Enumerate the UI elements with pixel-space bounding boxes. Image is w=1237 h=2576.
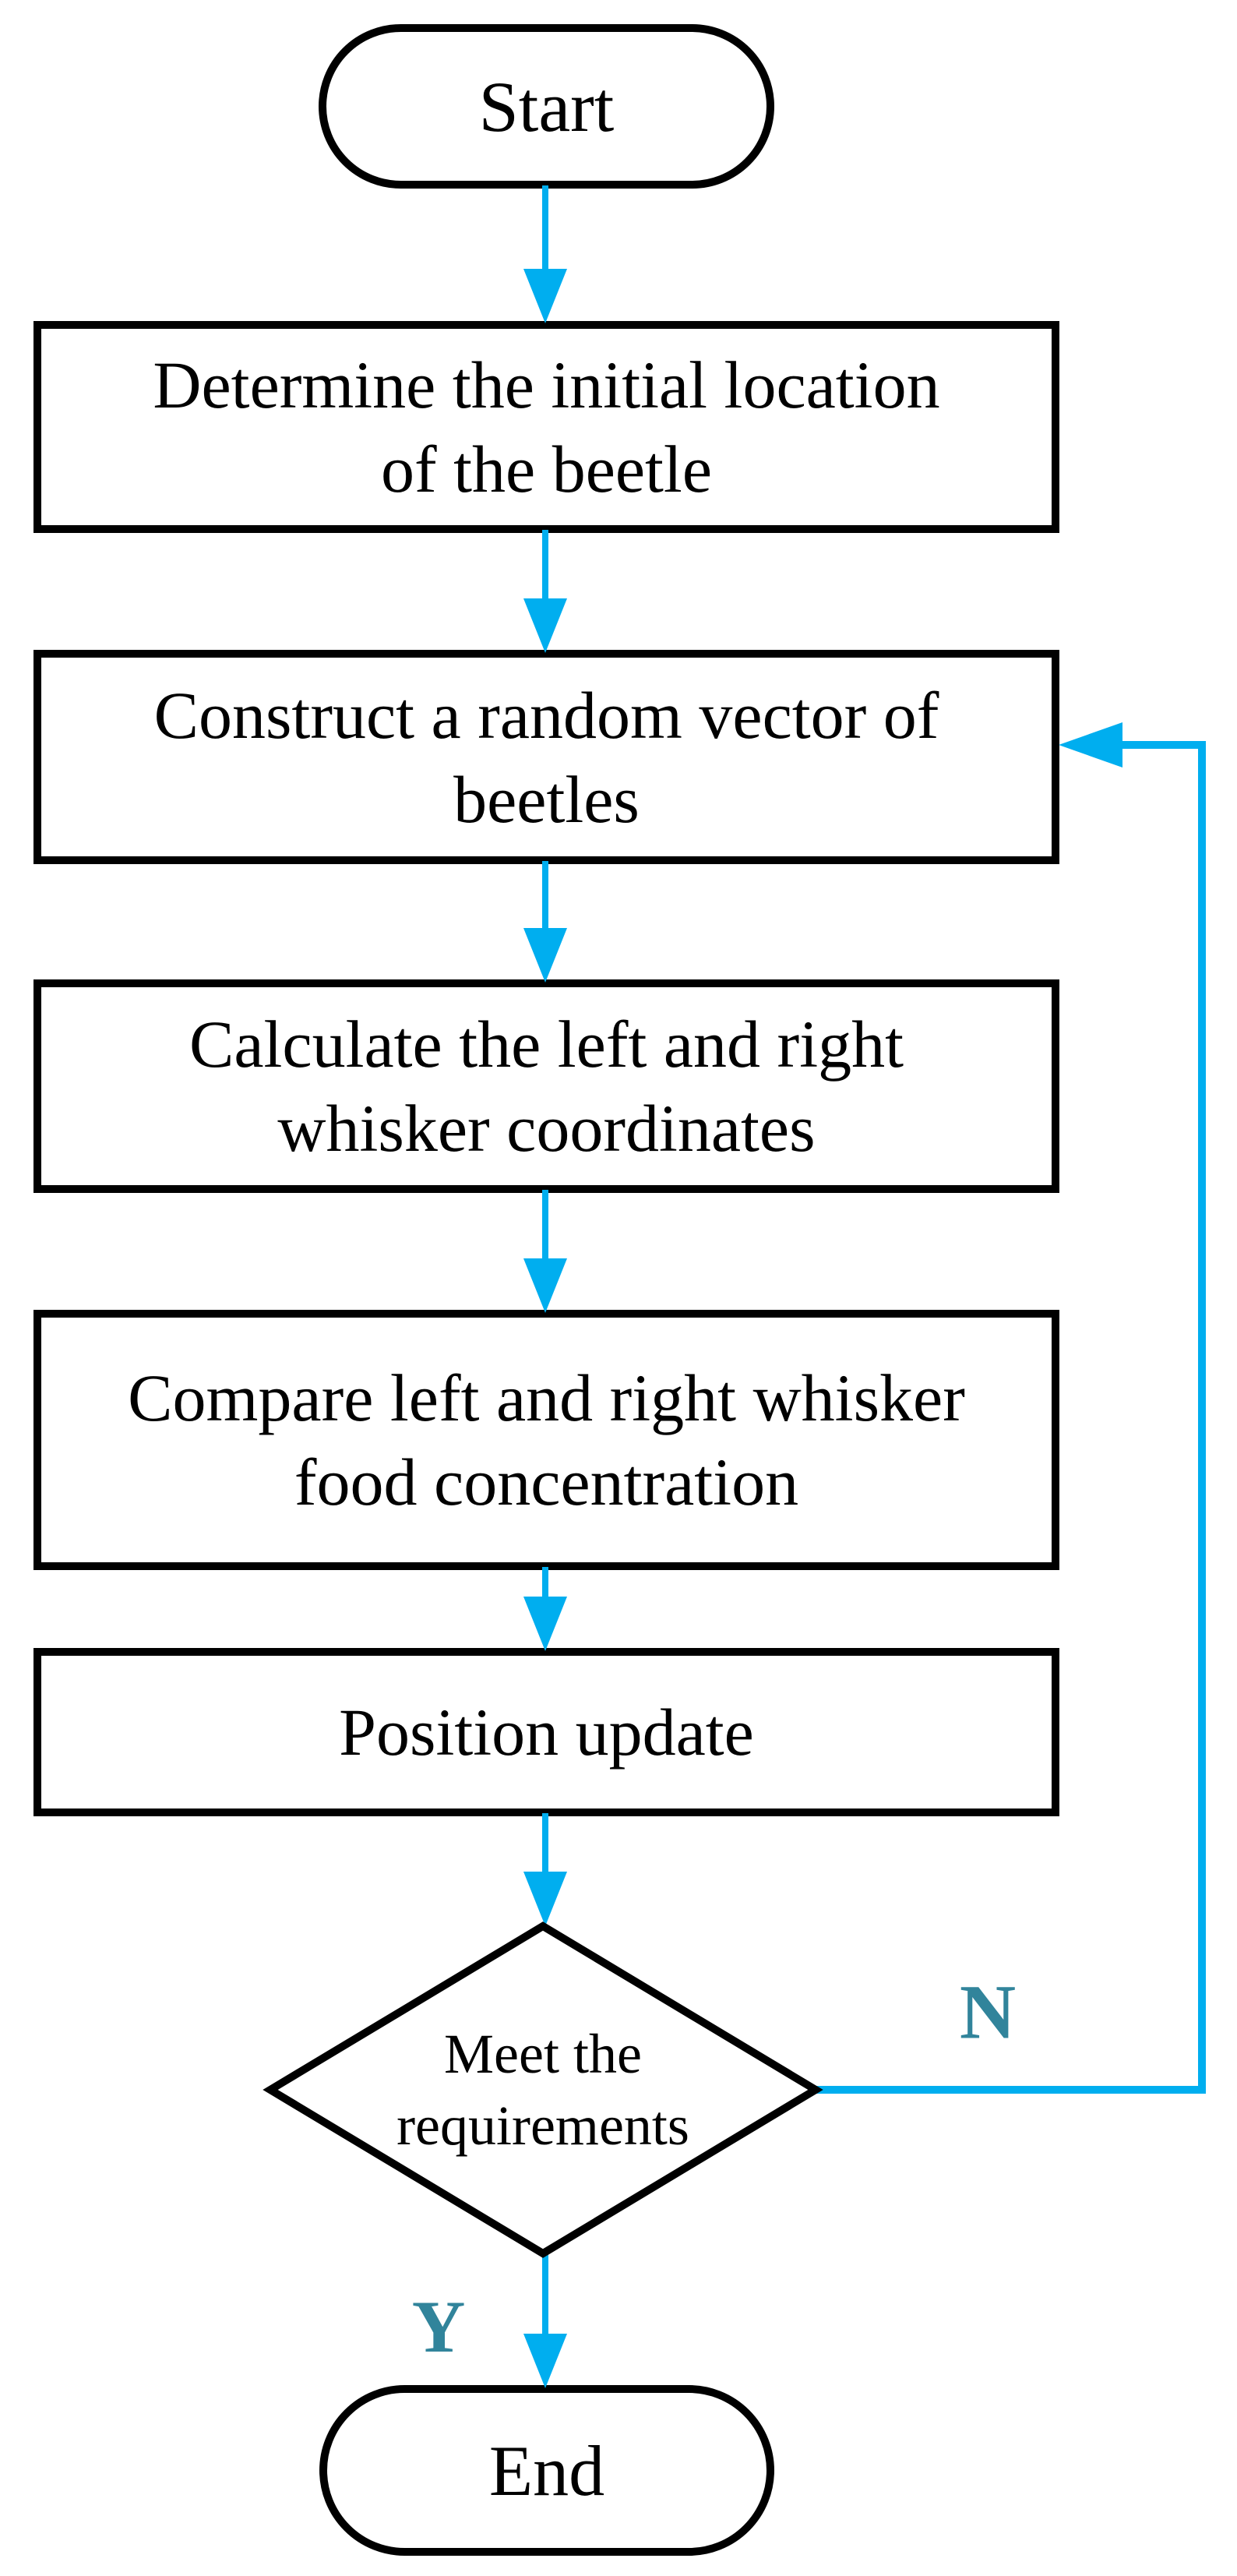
yes-branch-label: Y [411, 2285, 466, 2368]
arrow-decision-to-end [523, 2253, 567, 2388]
down-arrowhead-icon [523, 598, 567, 653]
down-arrowhead-icon [523, 2334, 567, 2388]
process-compare-food-concentration: Compare left and right whisker food conc… [33, 1310, 1059, 1570]
process-determine-initial-location: Determine the initial location of the be… [33, 321, 1059, 533]
arrow-determine-to-construct [523, 530, 567, 653]
arrow-shaft [542, 1567, 548, 1597]
down-arrowhead-icon [523, 928, 567, 983]
start-label: Start [478, 66, 615, 146]
start-terminator-node: Start [319, 24, 774, 189]
end-terminator-node: End [319, 2385, 774, 2556]
arrow-shaft [542, 861, 548, 928]
process-construct-random-vector: Construct a random vector of beetles [33, 650, 1059, 864]
down-arrowhead-icon [523, 269, 567, 323]
arrow-shaft [542, 1190, 548, 1258]
down-arrowhead-icon [523, 1872, 567, 1926]
no-branch-arrowhead-icon [1059, 722, 1122, 768]
process-position-update: Position update [33, 1648, 1059, 1816]
arrow-calculate-to-compare [523, 1190, 567, 1313]
end-label: End [488, 2430, 605, 2511]
arrow-position-to-decision [523, 1813, 567, 1926]
position-update-label: Position update [339, 1695, 754, 1770]
decision-meet-requirements: Meet the requirements [270, 1926, 816, 2253]
arrow-compare-to-position [523, 1567, 567, 1651]
calculate-label: Calculate the left and right whisker coo… [189, 1007, 904, 1166]
down-arrowhead-icon [523, 1258, 567, 1313]
process-calculate-whisker-coordinates: Calculate the left and right whisker coo… [33, 979, 1059, 1193]
arrow-shaft [542, 530, 548, 598]
no-branch-label: N [959, 1968, 1017, 2056]
construct-label: Construct a random vector of beetles [153, 677, 939, 837]
arrow-shaft [542, 185, 548, 269]
arrow-start-to-determine [523, 185, 567, 323]
arrow-shaft [542, 1813, 548, 1872]
compare-label: Compare left and right whisker food conc… [128, 1360, 965, 1519]
determine-label: Determine the initial location of the be… [153, 348, 940, 506]
decision-label: Meet the requirements [396, 2023, 689, 2157]
arrow-construct-to-calculate [523, 861, 567, 983]
arrow-shaft [542, 2253, 548, 2334]
down-arrowhead-icon [523, 1597, 567, 1651]
